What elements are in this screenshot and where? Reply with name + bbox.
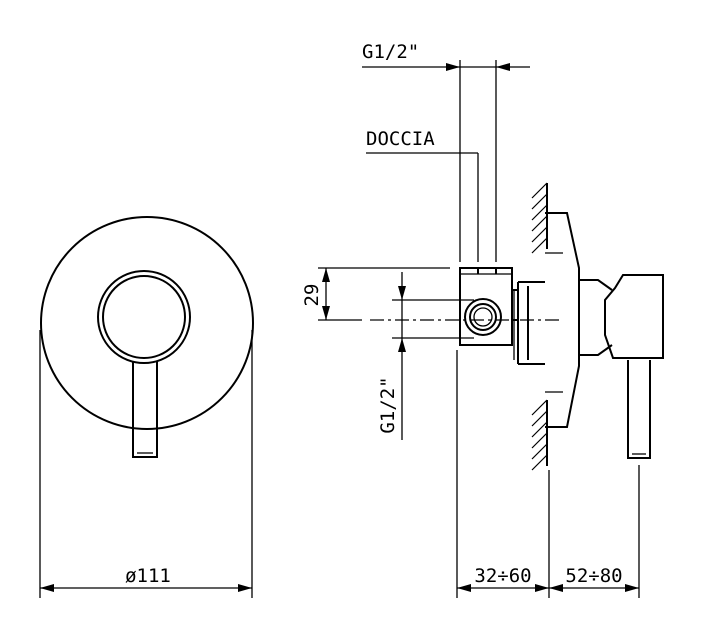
front-ring-inner <box>102 275 186 359</box>
wall-hatch-line <box>531 215 548 232</box>
height-29-dimension: 29 <box>301 267 450 321</box>
doccia-label: DOCCIA <box>366 128 435 150</box>
wall-hatch-line <box>531 443 548 460</box>
thread-side-label: G1/2" <box>377 376 399 433</box>
thread-top-label: G1/2" <box>362 41 419 63</box>
height-29-label: 29 <box>301 284 323 307</box>
cartridge-body <box>517 281 545 365</box>
diameter-label: ø111 <box>125 565 171 587</box>
wall <box>531 182 548 471</box>
wall-hatch-line <box>531 421 548 438</box>
outlet-ring <box>464 298 502 336</box>
front-lever <box>132 361 158 458</box>
wall-hatch-line <box>531 432 548 449</box>
wall-hatch-line <box>531 410 548 427</box>
front-plate <box>40 216 254 430</box>
depth-handle-label: 52÷80 <box>565 565 622 587</box>
wall-hatch-line <box>531 237 548 254</box>
thread-side-dimension: G1/2" <box>377 272 474 440</box>
side-lever <box>627 360 651 459</box>
depth-dimensions: 32÷60 52÷80 <box>456 350 640 598</box>
thread-top-dimension: G1/2" <box>362 41 530 262</box>
doccia-leader: DOCCIA <box>366 128 479 262</box>
wall-hatch-line <box>531 399 548 416</box>
wall-hatch-line <box>531 182 548 199</box>
front-ring-outer <box>97 270 191 364</box>
side-handle <box>604 274 664 359</box>
wall-hatch-line <box>531 204 548 221</box>
depth-body-label: 32÷60 <box>474 565 531 587</box>
diameter-dimension: ø111 <box>39 330 253 598</box>
front-view <box>40 216 254 458</box>
wall-hatch-line <box>531 193 548 210</box>
spindle <box>579 279 613 356</box>
wall-hatch-line <box>531 454 548 471</box>
wall-hatch-line <box>531 226 548 243</box>
outlet-block <box>459 267 518 346</box>
side-plate <box>545 212 580 428</box>
